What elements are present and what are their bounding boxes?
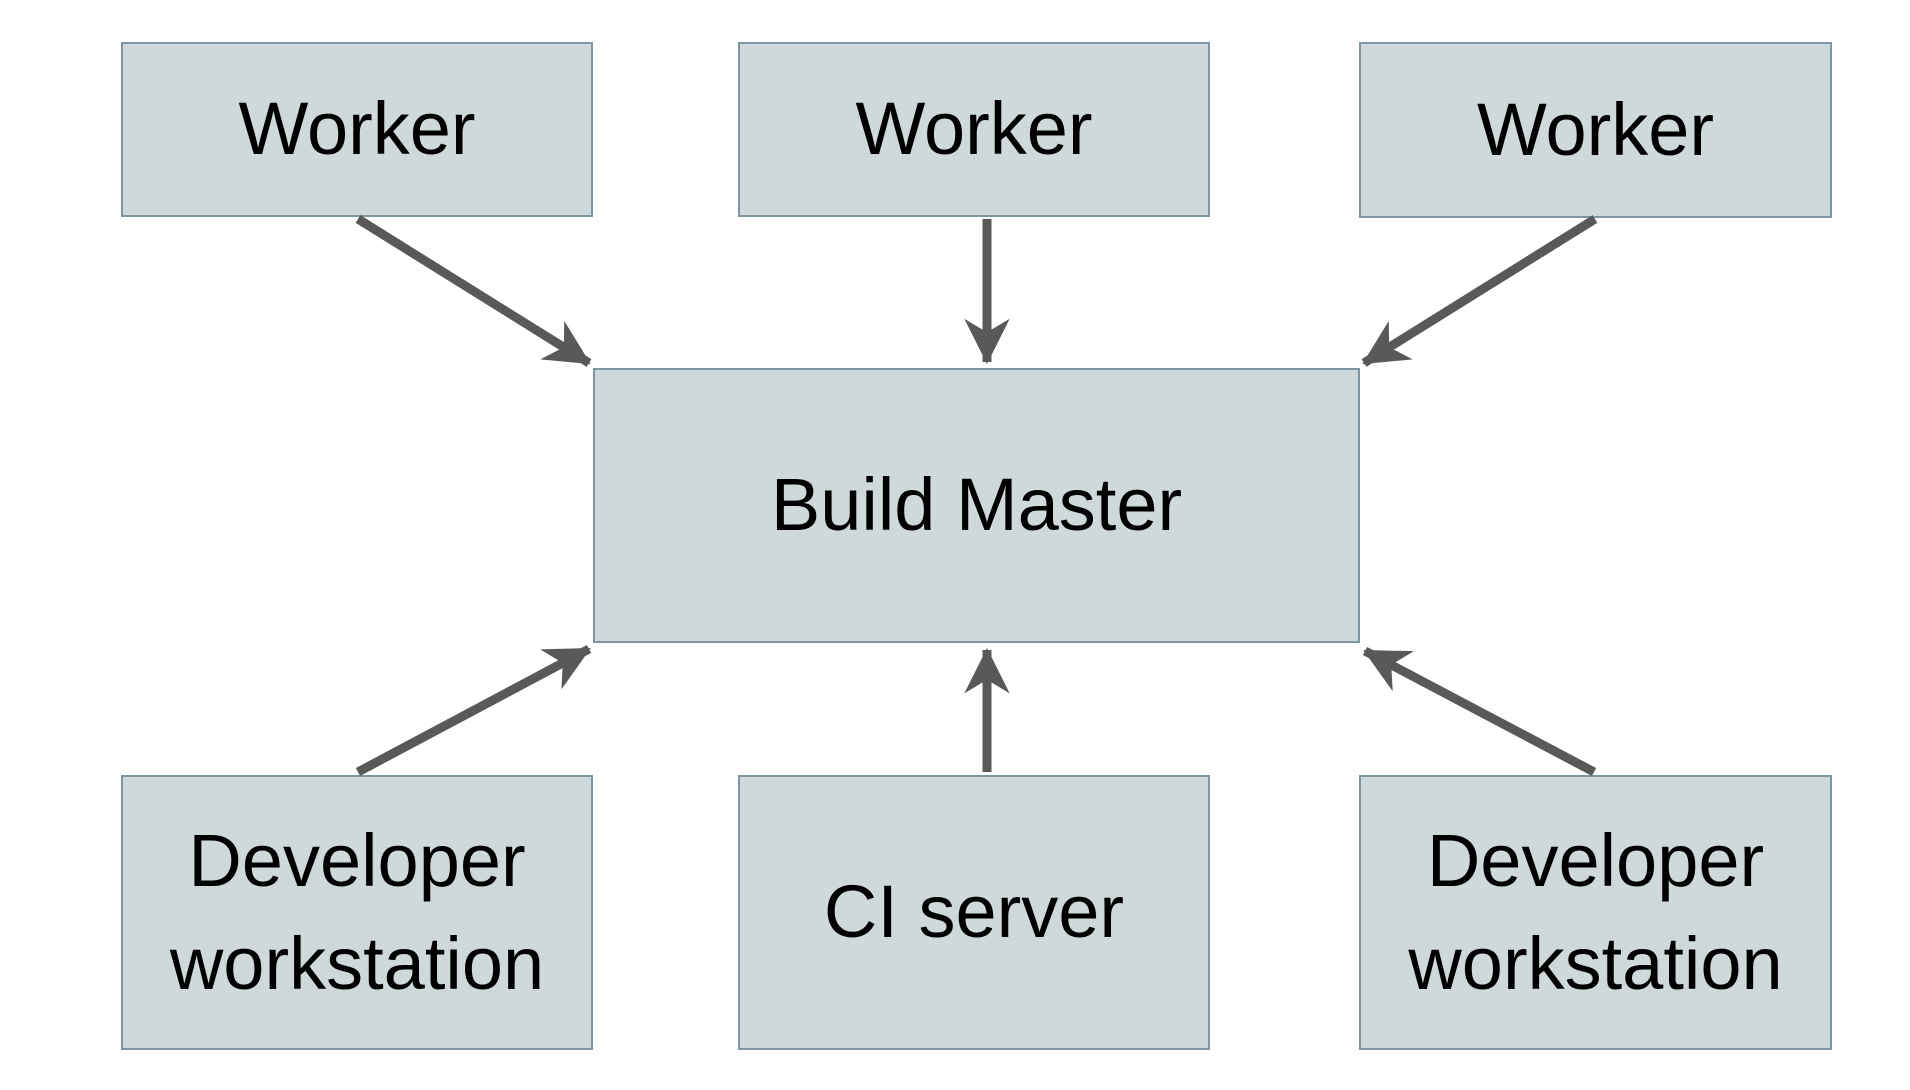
node-worker-top-right-label: Worker [1476, 87, 1715, 171]
node-worker-top-center: Worker [738, 42, 1210, 217]
node-developer-workstation-right-label: Developer workstation [1408, 819, 1783, 1005]
node-worker-top-left: Worker [121, 42, 593, 217]
arrow-worker-left-to-build-master [355, 215, 592, 367]
node-worker-top-right: Worker [1359, 42, 1832, 218]
node-ci-server: CI server [738, 775, 1210, 1050]
node-worker-top-center-label: Worker [855, 87, 1093, 171]
arrow-worker-right-to-build-master [1361, 215, 1598, 367]
node-developer-workstation-right: Developer workstation [1359, 775, 1832, 1050]
node-build-master-label: Build Master [770, 463, 1183, 547]
node-developer-workstation-left: Developer workstation [121, 775, 593, 1050]
arrow-developer-left-to-build-master [355, 645, 592, 776]
node-worker-top-left-label: Worker [238, 87, 476, 171]
node-build-master: Build Master [593, 368, 1360, 643]
node-ci-server-label: CI server [823, 870, 1125, 954]
node-developer-workstation-left-label: Developer workstation [169, 819, 545, 1005]
arrow-developer-right-to-build-master [1362, 647, 1597, 776]
